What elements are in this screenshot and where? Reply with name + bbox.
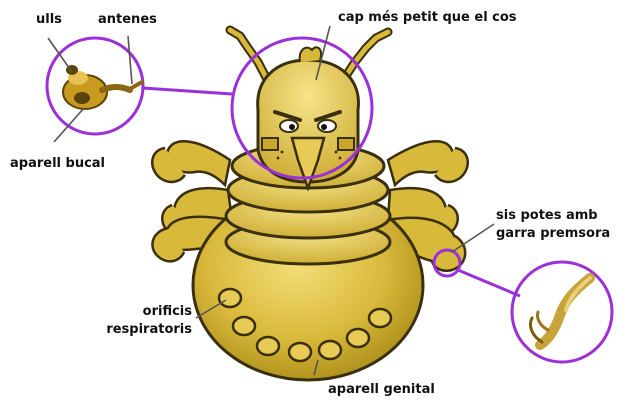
label-head: cap més petit que el cos xyxy=(338,10,517,26)
label-spiracles-line1: orificis xyxy=(74,304,192,320)
label-legs-line1: sis potes amb xyxy=(496,208,598,224)
label-eyes: ulls xyxy=(36,12,62,28)
label-mouthparts: aparell bucal xyxy=(10,156,105,172)
head xyxy=(258,47,359,188)
claw-zoom-icon xyxy=(512,262,612,362)
label-antennae: antenes xyxy=(98,12,157,28)
head-zoom-connector xyxy=(143,88,232,94)
label-genital: aparell genital xyxy=(328,382,435,398)
label-legs-line2: garra premsora xyxy=(496,226,610,242)
label-spiracles-line2: respiratoris xyxy=(74,322,192,338)
claw-zoom-connector xyxy=(458,270,520,296)
